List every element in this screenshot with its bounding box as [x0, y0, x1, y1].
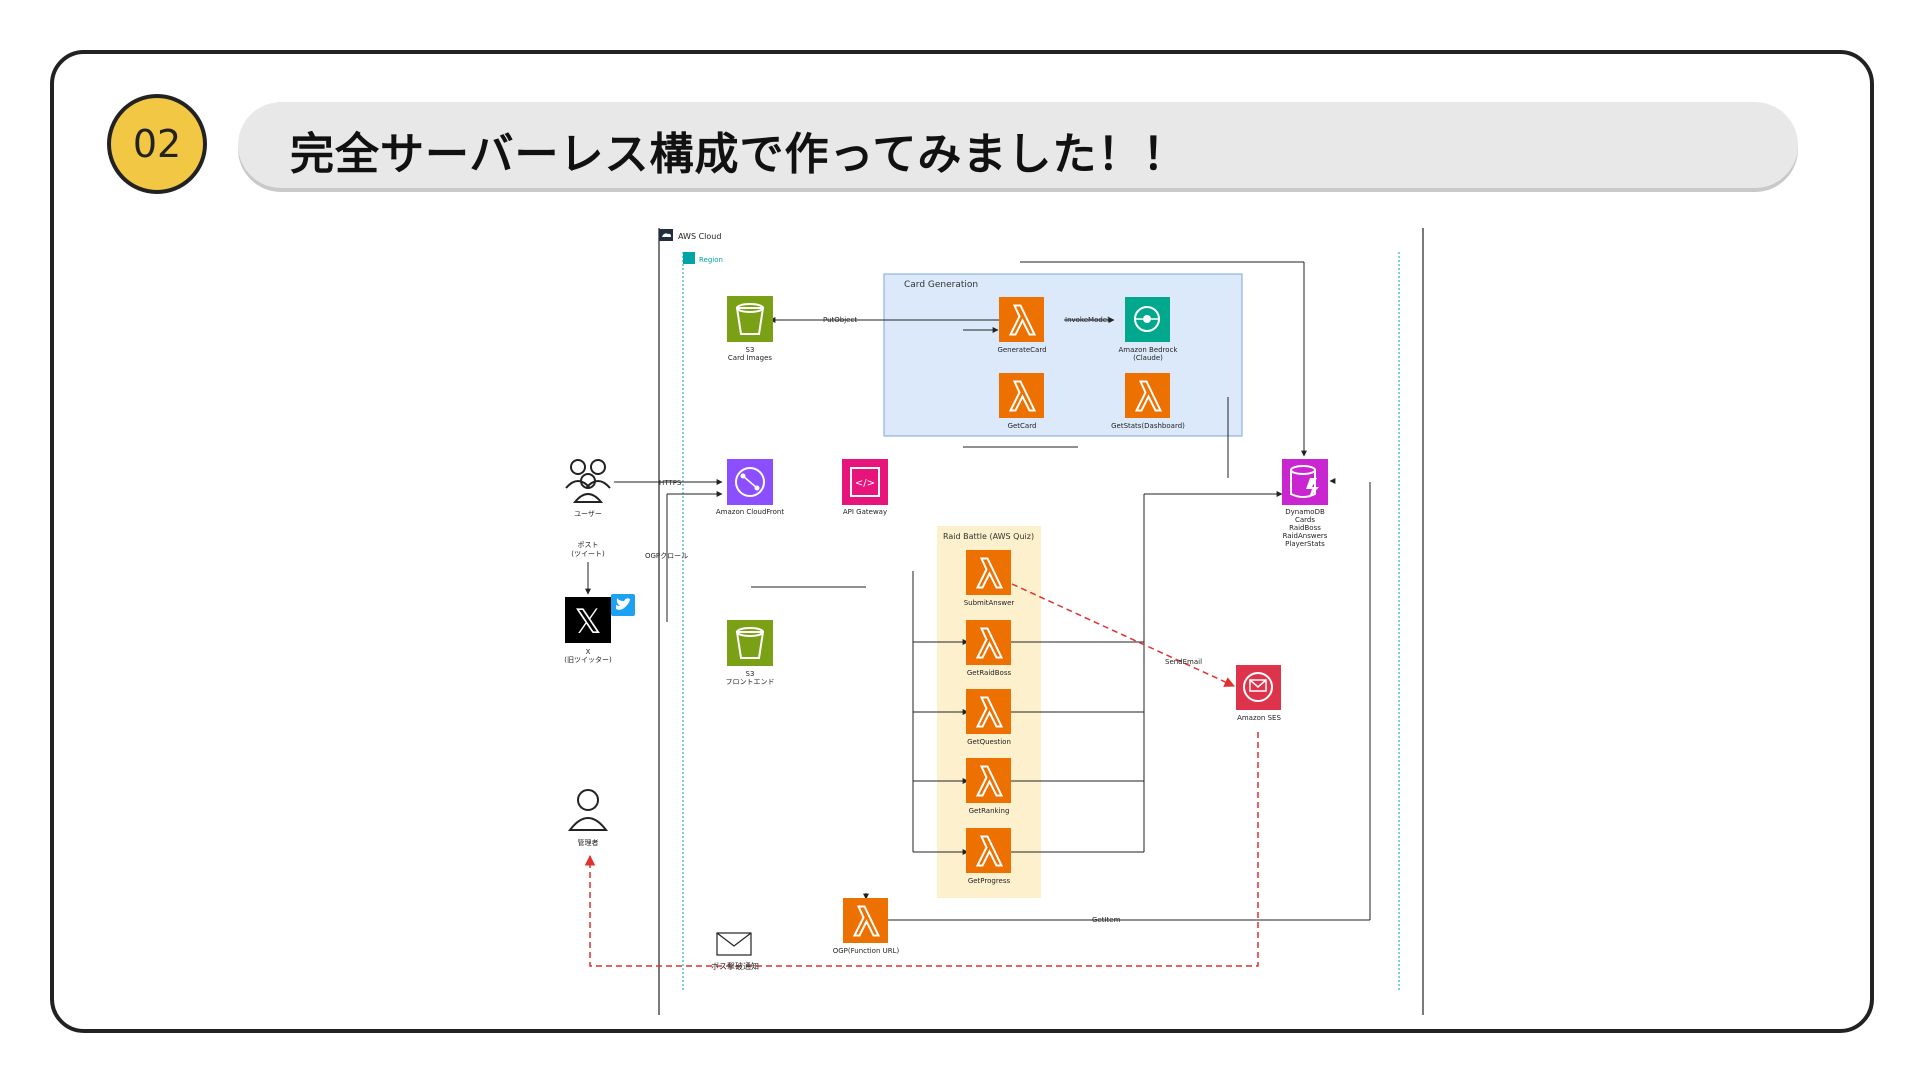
admin-user-icon — [567, 789, 609, 831]
lambda-ogp-label: OGP(Function URL) — [833, 947, 900, 955]
x-logo-icon: 𝕏 — [574, 602, 601, 642]
lambda-get-ranking-node: GetRanking — [966, 758, 1011, 815]
post-tweet-label: ポスト — [578, 541, 599, 549]
aws-cloud-boundary: AWS Cloud — [658, 228, 1424, 1015]
cloudfront-node: Amazon CloudFront — [716, 459, 784, 516]
edge-label-put-object: PutObject — [823, 316, 857, 324]
mail-notice-label: ボス撃破通知 — [711, 961, 759, 971]
lambda-get-raid-boss-node: GetRaidBoss — [966, 620, 1011, 677]
users-label: ユーザー — [574, 510, 602, 518]
ses-node: Amazon SES — [1236, 665, 1281, 722]
dynamodb-title: DynamoDB — [1285, 508, 1325, 516]
dynamodb-table-2: RaidAnswers — [1283, 532, 1328, 540]
s3-card-images-prefix: S3 — [746, 346, 755, 354]
card-generation-label: Card Generation — [904, 280, 978, 290]
lambda-submit-answer-node: SubmitAnswer — [964, 550, 1015, 607]
users-icon — [565, 459, 611, 503]
lambda-ogp-node: OGP(Function URL) — [833, 893, 900, 955]
api-gateway-node: </> API Gateway — [842, 459, 888, 516]
admin-node: 管理者 — [567, 789, 609, 847]
lambda-get-progress-node: GetProgress — [966, 828, 1011, 885]
x-sub-label: (旧ツイッター) — [564, 655, 612, 664]
connector-lines — [614, 261, 1371, 921]
raid-battle-label: Raid Battle (AWS Quiz) — [943, 532, 1034, 541]
bedrock-node: Amazon Bedrock (Claude) — [1119, 297, 1179, 362]
admin-label: 管理者 — [578, 838, 599, 847]
title-banner — [238, 102, 1798, 188]
api-gateway-label: API Gateway — [843, 508, 887, 516]
region-label: Region — [699, 256, 723, 264]
aws-cloud-label: AWS Cloud — [678, 232, 721, 241]
edge-label-get-item: GetItem — [1092, 916, 1121, 924]
s3-frontend-prefix: S3 — [746, 670, 755, 678]
svg-text:</>: </> — [855, 478, 875, 489]
lambda-generate-card-node: GenerateCard — [997, 297, 1047, 354]
edge-label-invoke-model: InvokeModel — [1065, 316, 1109, 324]
lambda-get-card-label: GetCard — [1008, 422, 1037, 430]
edge-label-send-email: SendEmail — [1165, 658, 1202, 666]
lambda-generate-card-label: GenerateCard — [997, 346, 1046, 354]
slide-number-badge: 02 — [107, 94, 207, 194]
dynamodb-table-0: Cards — [1295, 516, 1315, 524]
s3-card-images-label: Card Images — [728, 354, 773, 362]
bedrock-label: Amazon Bedrock — [1119, 346, 1179, 354]
edge-label-ogp-crawl: OGPクロール — [645, 552, 688, 560]
region-boundary: Region — [682, 252, 1400, 992]
lambda-get-stats-node: GetStats(Dashboard) — [1111, 373, 1185, 430]
dynamodb-node: DynamoDB Cards RaidBoss RaidAnswers Play… — [1282, 459, 1328, 548]
mail-envelope-icon — [716, 932, 752, 956]
post-tweet-sub-label: (ツイート) — [571, 550, 605, 558]
s3-frontend-node: S3 フロントエンド — [726, 620, 775, 686]
dynamodb-table-1: RaidBoss — [1289, 524, 1321, 532]
lambda-get-question-label: GetQuestion — [967, 738, 1011, 746]
lambda-get-raid-boss-label: GetRaidBoss — [967, 669, 1012, 677]
s3-frontend-label: フロントエンド — [726, 678, 775, 686]
lambda-get-ranking-label: GetRanking — [969, 807, 1010, 815]
s3-card-images-node: S3 Card Images — [727, 296, 773, 362]
lambda-get-stats-label: GetStats(Dashboard) — [1111, 422, 1185, 430]
lambda-submit-answer-label: SubmitAnswer — [964, 599, 1015, 607]
dynamodb-table-3: PlayerStats — [1285, 540, 1325, 548]
lambda-get-progress-label: GetProgress — [968, 877, 1011, 885]
ses-label: Amazon SES — [1237, 714, 1281, 722]
mail-notice-node: ボス撃破通知 — [711, 932, 759, 971]
x-label: X — [586, 648, 591, 656]
edge-label-https: HTTPS — [659, 479, 682, 487]
users-node: ユーザー — [565, 459, 611, 518]
cloudfront-label: Amazon CloudFront — [716, 508, 784, 516]
slide-title: 完全サーバーレス構成で作ってみました！！ — [290, 129, 1188, 180]
lambda-get-card-node: GetCard — [999, 373, 1044, 430]
post-tweet-node: ポスト (ツイート) — [571, 541, 605, 595]
lambda-get-question-node: GetQuestion — [966, 689, 1011, 746]
x-node: 𝕏 X (旧ツイッター) — [564, 594, 635, 664]
bedrock-sub-label: (Claude) — [1133, 354, 1163, 362]
dashed-notification-lines — [584, 583, 1259, 967]
card-generation-group — [883, 273, 1243, 437]
